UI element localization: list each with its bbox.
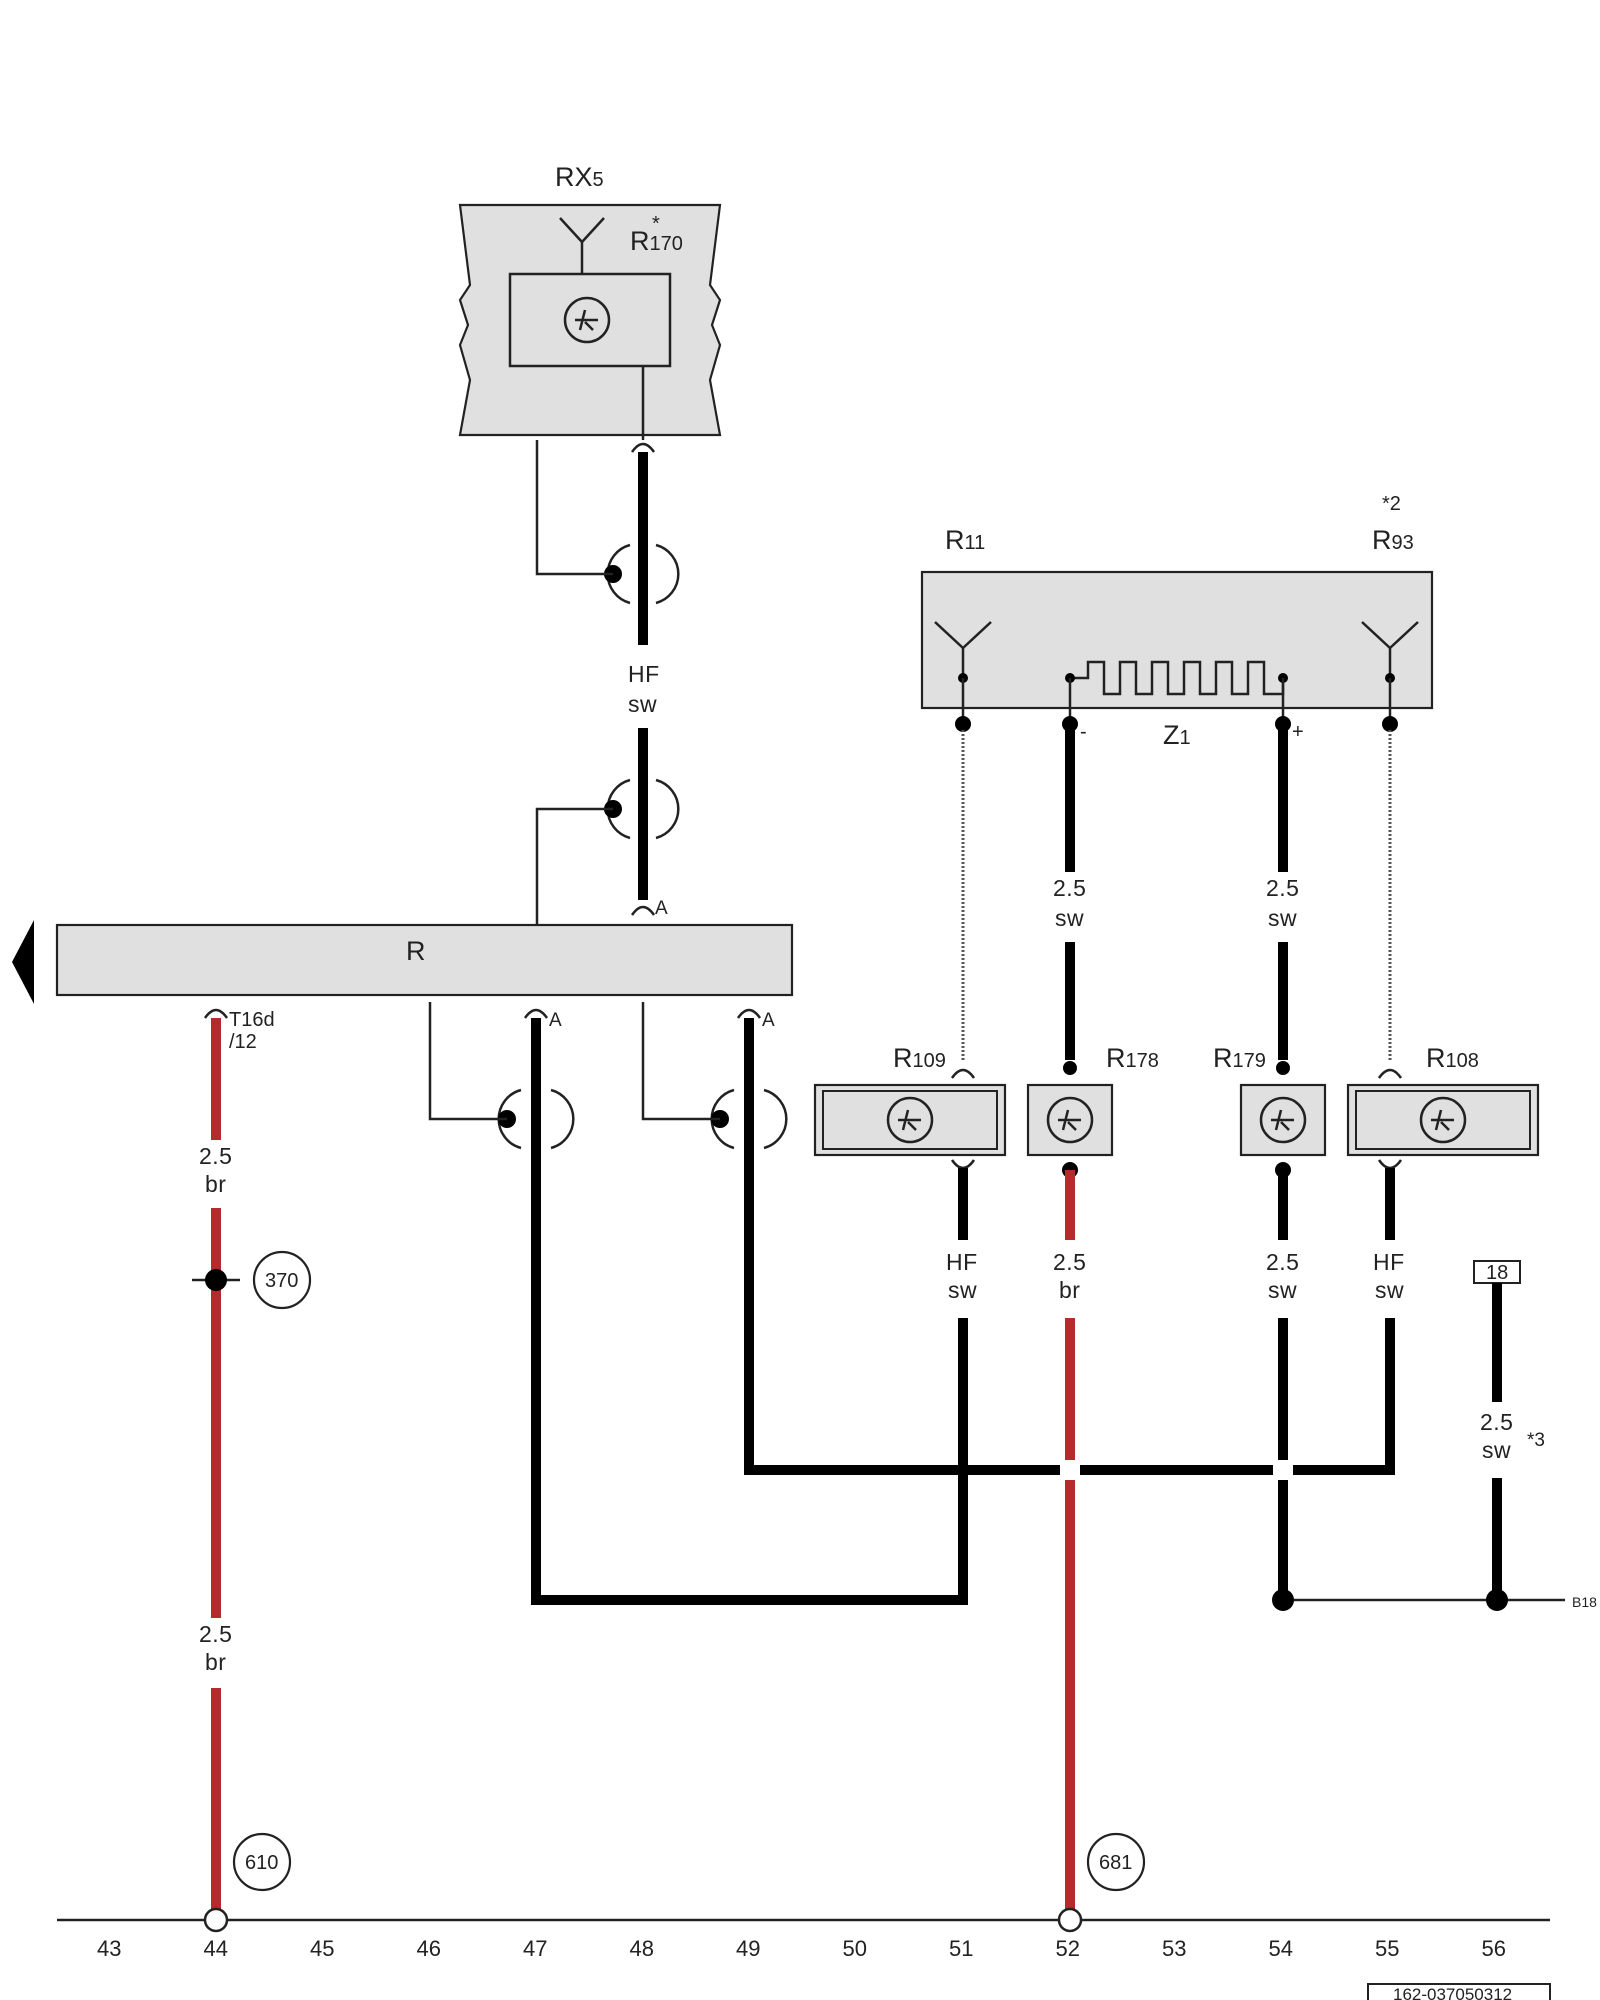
r178-amp-icon xyxy=(1046,1096,1094,1144)
grid-number: 51 xyxy=(949,1936,973,1961)
r-pin-a-top: A xyxy=(655,898,668,919)
r108-amplifier: R108 xyxy=(1346,1043,1540,1157)
r109-amp-icon xyxy=(886,1096,934,1144)
r108-out-sw: sw xyxy=(1375,1277,1404,1303)
r108-out-hf: HF xyxy=(1373,1249,1405,1275)
r108-label: R108 xyxy=(1426,1043,1479,1073)
r170-label: R170 xyxy=(630,226,683,256)
t16d-brown-wire: T16d /12 2.5 br 2.5 br 370 610 xyxy=(192,1008,312,1910)
z1-plus-color: sw xyxy=(1268,905,1297,931)
rx5-cable-sw-label: sw xyxy=(628,691,657,717)
grid-number: 46 xyxy=(417,1936,441,1961)
bottom-grid: 43 44 45 46 47 48 49 50 51 52 53 54 55 56 xyxy=(57,1907,1550,1961)
ref-610-circle xyxy=(232,1832,292,1892)
r-pin-a-47: A xyxy=(549,1010,562,1031)
r170-asterisk: * xyxy=(652,213,660,235)
r178-out-color: br xyxy=(1059,1277,1080,1303)
r178-brown-wire: 2.5 br 681 xyxy=(1053,1162,1146,1910)
continuation-arrow-icon xyxy=(12,920,34,1004)
r178-label: R178 xyxy=(1106,1043,1159,1073)
r170-box xyxy=(508,272,672,368)
z1-label: Z1 xyxy=(1163,720,1191,750)
grid-number: 49 xyxy=(736,1936,760,1961)
grid-number: 47 xyxy=(523,1936,547,1961)
terminal-18-color: sw xyxy=(1482,1437,1511,1463)
t16d-color-1: br xyxy=(205,1171,226,1197)
r93-r108-lead xyxy=(1377,678,1403,1079)
z1-minus-size: 2.5 xyxy=(1053,875,1086,901)
ref-681: 681 xyxy=(1099,1852,1132,1874)
grid-number: 50 xyxy=(843,1936,867,1961)
r109-label: R109 xyxy=(893,1043,946,1073)
footer-code: 162-037050312 xyxy=(1367,1983,1551,2000)
r179-out-size: 2.5 xyxy=(1266,1249,1299,1275)
terminal-18-label: 18 xyxy=(1486,1262,1508,1284)
rx5-hf-cable: HF sw A xyxy=(535,440,680,925)
r179-label: R179 xyxy=(1213,1043,1266,1073)
z1-plus-wire: 2.5 sw xyxy=(1266,678,1299,1075)
r-radio-unit: R xyxy=(12,920,794,1004)
grid-number: 53 xyxy=(1162,1936,1186,1961)
r11-r109-lead xyxy=(950,678,976,1079)
r179-amplifier: R179 xyxy=(1213,1043,1327,1157)
rx5-cable-hf-label: HF xyxy=(628,661,660,687)
z1-plus-size: 2.5 xyxy=(1266,875,1299,901)
ref-370-circle xyxy=(252,1250,312,1310)
r179-output-wire: 2.5 sw xyxy=(1266,1162,1299,1600)
r-pin-a-49: A xyxy=(762,1010,775,1031)
r179-out-color: sw xyxy=(1268,1277,1297,1303)
grid-number: 44 xyxy=(204,1936,228,1961)
rx5-component: RX5 R170 * xyxy=(458,162,722,440)
r170-antenna-icon xyxy=(559,217,605,274)
t16d-label: T16d xyxy=(229,1009,275,1031)
r108-output-wire: HF sw xyxy=(1373,1159,1405,1303)
ref-370: 370 xyxy=(265,1270,298,1292)
r170-speaker-icon xyxy=(563,296,611,344)
terminal-18-wire: 18 2.5 sw *3 B18 xyxy=(1272,1260,1597,1611)
ref-681-circle xyxy=(1086,1832,1146,1892)
t16d-size-2: 2.5 xyxy=(199,1621,232,1647)
ref-610: 610 xyxy=(245,1852,278,1874)
grid-number: 45 xyxy=(310,1936,334,1961)
b18-label: B18 xyxy=(1572,1594,1597,1610)
r-label: R xyxy=(406,936,426,966)
t16d-color-2: br xyxy=(205,1649,226,1675)
t16d-size-1: 2.5 xyxy=(199,1143,232,1169)
terminal-18-size: 2.5 xyxy=(1480,1409,1513,1435)
z1-minus-wire: 2.5 sw xyxy=(1053,678,1086,1075)
grid-number: 48 xyxy=(630,1936,654,1961)
r109-out-hf: HF xyxy=(946,1249,978,1275)
r93-label: R93 xyxy=(1372,525,1414,555)
grid-number: 55 xyxy=(1375,1936,1399,1961)
r108-amp-icon xyxy=(1419,1096,1467,1144)
z1-minus: - xyxy=(1080,721,1087,743)
r109-output-wire: HF sw xyxy=(946,1159,978,1303)
grid-number: 52 xyxy=(1056,1936,1080,1961)
r109-out-sw: sw xyxy=(948,1277,977,1303)
grid-number: 56 xyxy=(1482,1936,1506,1961)
r178-out-size: 2.5 xyxy=(1053,1249,1086,1275)
footer-code-text: 162-037050312 xyxy=(1393,1985,1512,2000)
t16d-pin-label: /12 xyxy=(229,1031,257,1053)
r11-r93-component: R11 R93 *2 Z1 - + xyxy=(920,493,1434,750)
z1-plus: + xyxy=(1292,721,1304,743)
r179-amp-icon xyxy=(1259,1096,1307,1144)
r93-note: *2 xyxy=(1382,493,1401,515)
rx5-label: RX5 xyxy=(555,162,604,192)
grid-number: 54 xyxy=(1269,1936,1293,1961)
z1-minus-color: sw xyxy=(1055,905,1084,931)
r-pin47-hf-wire: A xyxy=(428,1002,968,1605)
r109-amplifier: R109 xyxy=(813,1043,1007,1157)
grid-number: 43 xyxy=(97,1936,121,1961)
r11-antenna-icon xyxy=(934,621,992,683)
terminal-18-note: *3 xyxy=(1527,1430,1545,1451)
r11-label: R11 xyxy=(945,525,985,555)
r178-amplifier: R178 xyxy=(1026,1043,1159,1157)
